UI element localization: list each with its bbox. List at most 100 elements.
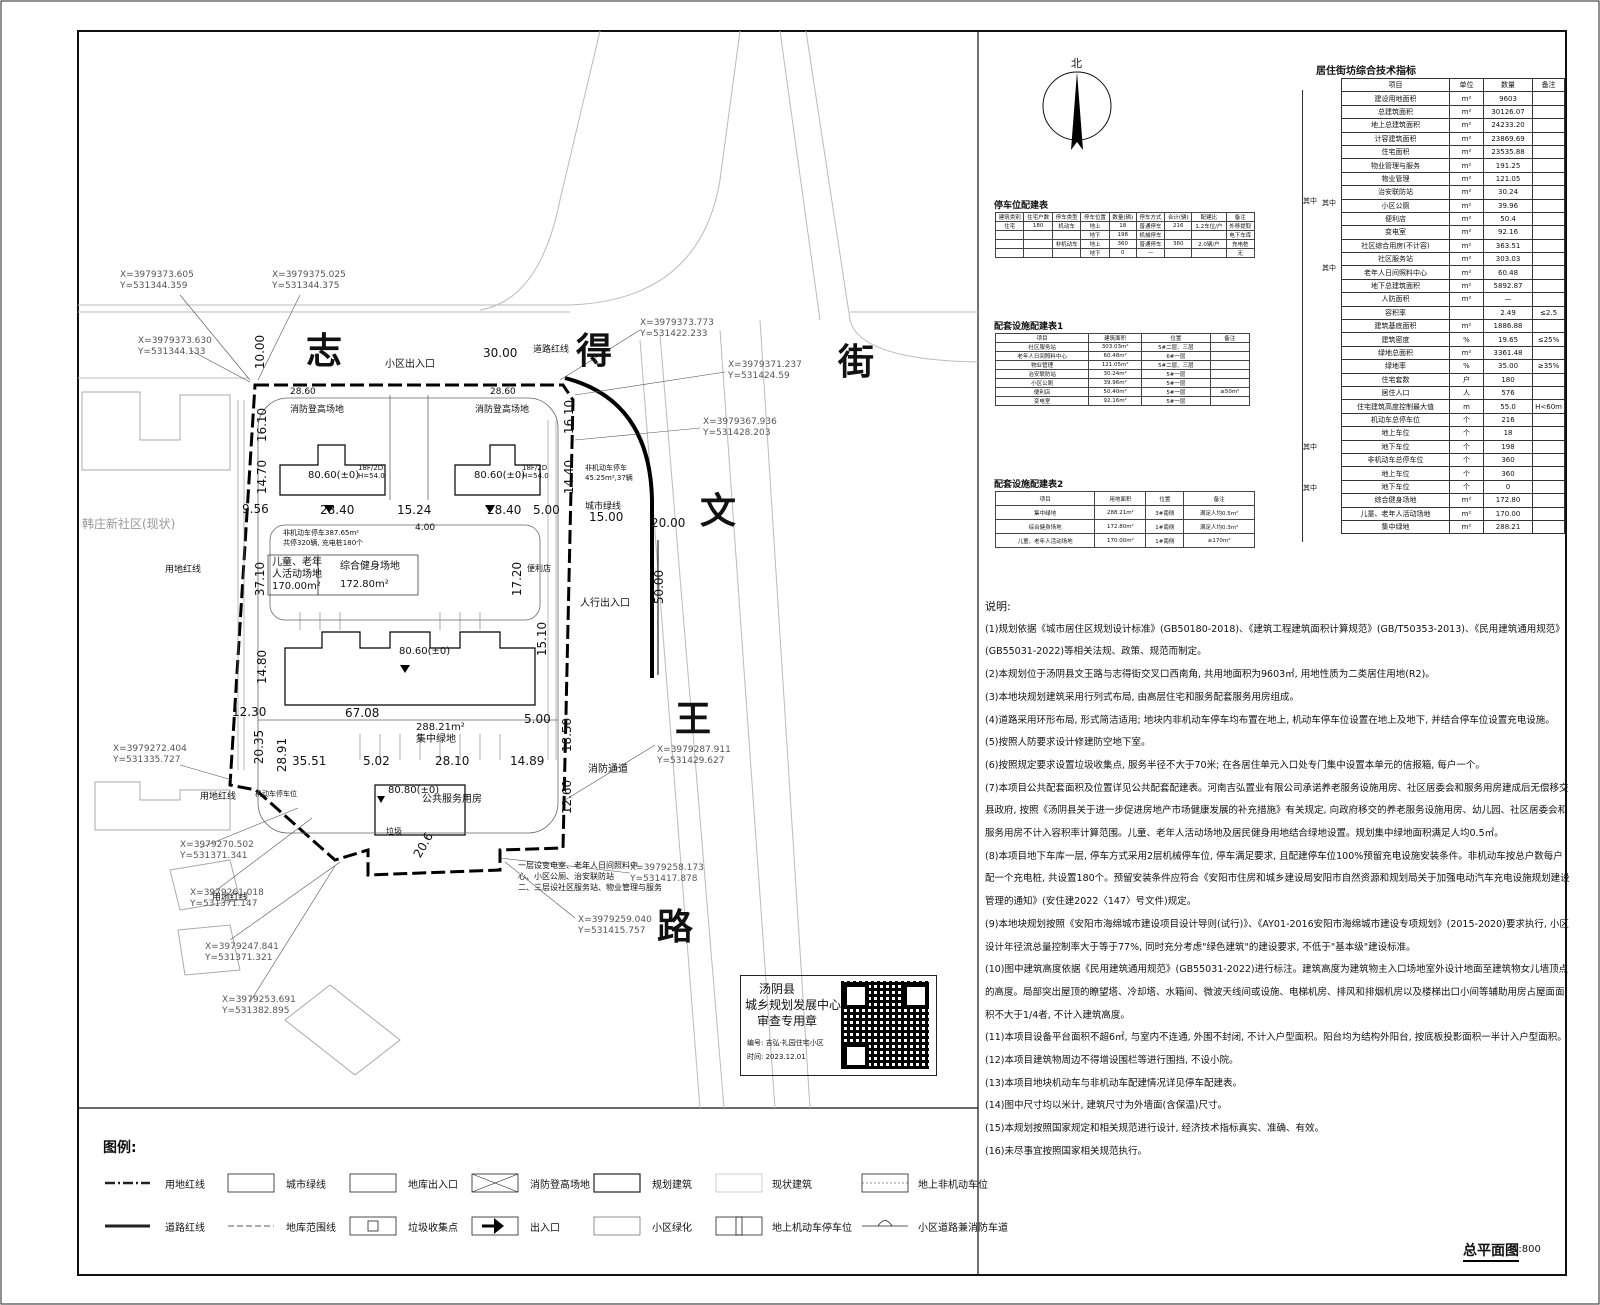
- dimension: 14.40: [562, 459, 577, 495]
- coordinate: X=3979371.237 Y=531424.59: [728, 360, 802, 381]
- land-red-line-label: 用地红线: [200, 792, 237, 802]
- note-item: (12)本项目建筑物周边不得增设围栏等进行围挡, 不设小院。: [985, 1055, 1239, 1067]
- note-item: (15)本规划按照国家规定和相关规范进行设计, 经济技术指标真实、准确、有效。: [985, 1123, 1325, 1135]
- parking-table-title: 停车位配建表: [994, 201, 1049, 211]
- note-item: (13)本项目地块机动车与非机动车配建情况详见停车配建表。: [985, 1077, 1243, 1089]
- dimension: 16.10: [255, 407, 270, 443]
- note-item: (9)本地块规划按照《安阳市海绵城市建设项目设计导则(试行)》、《AY01-20…: [985, 918, 1569, 953]
- dimension: 14.89: [510, 754, 545, 768]
- building-4: [374, 784, 466, 836]
- coordinate: X=3979247.841 Y=531371.321: [205, 942, 279, 963]
- building-3: [284, 631, 536, 706]
- fitness-area-label: 综合健身场地 172.80m²: [340, 561, 400, 590]
- street-char: 王: [675, 699, 712, 740]
- dimension: 20.00: [651, 516, 686, 530]
- non-motor-parking-label: 非机动车停车 45.25m²,37辆: [585, 464, 633, 482]
- store-label: 便利店: [527, 564, 551, 573]
- dimension: 10.00: [253, 334, 268, 370]
- legend-item: 用地红线: [165, 1180, 205, 1191]
- dimension: 28.91: [275, 737, 290, 773]
- stamp-line: 编号: 吉弘·礼园住宅小区: [747, 1039, 824, 1047]
- kids-area-label: 儿童、老年 人活动场地 170.00m²: [272, 557, 322, 592]
- legend-item: 道路红线: [165, 1223, 205, 1234]
- facility-table-1-title: 配套设施配建表1: [994, 322, 1064, 332]
- community-note: 一层设变电室、老年人日间照料中 心、小区公厕、治安联防站 二、三层设社区服务站、…: [518, 861, 662, 892]
- coordinate: X=3979375.025 Y=531344.375: [272, 270, 346, 291]
- street-char: 得: [576, 331, 613, 372]
- coordinate: X=3979261.018 Y=531371.147: [190, 888, 264, 909]
- note-item: (3)本地块规划建筑采用行列式布局, 由高层住宅和服务配套服务用房组成。: [985, 691, 1299, 703]
- note-item: (10)图中建筑高度依据《民用建筑通用规范》(GB55031-2022)进行标注…: [985, 964, 1569, 1021]
- existing-community-label: 韩庄新社区(现状): [82, 517, 176, 531]
- note-item: (8)本项目地下车库一层, 停车方式采用2层机械停车位, 停车满足要求, 且配建…: [985, 850, 1570, 908]
- planned-buildings: [279, 444, 541, 836]
- legend-item: 地库出入口: [408, 1180, 458, 1191]
- note-item: (2)本规划位于汤阴县文王路与志得街交叉口西南角, 共用地面积为9603㎡, 用…: [985, 669, 1435, 681]
- legend-item: 地上非机动车位: [918, 1180, 988, 1191]
- coordinate: X=3979259.040 Y=531415.757: [578, 915, 652, 936]
- fire-ascent-left: 消防登高场地: [290, 405, 345, 415]
- tech-side-label: 其中: [1322, 199, 1336, 207]
- coordinate: X=3979373.773 Y=531422.233: [640, 318, 714, 339]
- stamp-line: 审查专用章: [757, 1014, 818, 1028]
- dimension: 9.56: [242, 502, 269, 516]
- note-item: (14)图中尺寸均以米计, 建筑尺寸为外墙面(含保温)尺寸。: [985, 1100, 1227, 1112]
- legend-item: 小区绿化: [652, 1223, 692, 1234]
- drawing-frame: [77, 30, 1567, 1276]
- land-red-line-label: 用地红线: [212, 893, 249, 903]
- city-green-line-label: 城市绿线: [585, 502, 622, 512]
- qr-code-icon: [841, 981, 929, 1069]
- north-label: 北: [1071, 57, 1082, 70]
- dimension: 17.20: [510, 561, 525, 597]
- dimension: 28.40: [487, 503, 522, 517]
- stamp-line: 时间: 2023.12.01: [747, 1053, 806, 1061]
- legend-item: 消防登高场地: [530, 1180, 590, 1191]
- legend-item: 小区道路兼消防车道: [918, 1223, 1008, 1234]
- note-item: (16)未尽事宜按照国家相关规范执行。: [985, 1145, 1148, 1157]
- legend-item: 城市绿线: [286, 1180, 326, 1191]
- legend-title: 图例:: [103, 1140, 137, 1156]
- north-arrow: [1042, 71, 1112, 150]
- dimension: 15.10: [535, 621, 550, 657]
- leader-lines: [179, 294, 726, 1003]
- note-item: (4)道路采用环形布局, 形式简洁适用; 地块内非机动车停车均布置在地上, 机动…: [985, 714, 1555, 726]
- tech-table-side-border: [1302, 90, 1341, 542]
- coordinate: X=3979253.691 Y=531382.895: [222, 995, 296, 1016]
- street-char: 志: [306, 331, 343, 372]
- coordinate: X=3979272.404 Y=531335.727: [113, 744, 187, 765]
- district-entrance-label: 小区出入口: [385, 359, 435, 370]
- stamp-line: 城乡规划发展中心: [745, 998, 842, 1012]
- dimension: 50.00: [652, 569, 667, 605]
- legend-item: 地库范围线: [286, 1223, 336, 1234]
- dimension: 15.24: [397, 503, 432, 517]
- land-red-line-label: 用地红线: [165, 565, 202, 575]
- pedestrian-entrance-label: 人行出入口: [580, 598, 630, 609]
- tech-side-label: 其中: [1303, 443, 1317, 451]
- stamp-line: 汤阴县: [759, 982, 796, 996]
- note-item: (1)规划依据《城市居住区规划设计标准》(GB50180-2018)、《建筑工程…: [985, 623, 1565, 658]
- dimension: 28.40: [320, 503, 355, 517]
- dimension: 37.10: [253, 561, 268, 597]
- central-green-label: 288.21m² 集中绿地: [416, 722, 465, 745]
- design-notes: 说明: (1)规划依据《城市居住区规划设计标准》(GB50180-2018)、《…: [985, 596, 1570, 1164]
- dimension: 30.00: [483, 346, 518, 360]
- dimension: 5.02: [363, 754, 390, 768]
- coordinate: X=3979373.630 Y=531344.133: [138, 336, 212, 357]
- dimension: 16.10: [562, 399, 577, 435]
- dimension: 35.51: [292, 754, 327, 768]
- coordinate: X=3979258.173 Y=531417.878: [630, 863, 704, 884]
- road-red-line: [564, 376, 654, 678]
- dimension: 5.00: [524, 712, 551, 726]
- internal-roads: [257, 395, 559, 834]
- garage-note: 非机动车停车387.65m² 共停320辆, 充电桩180个: [283, 529, 364, 547]
- street-char: 文: [700, 491, 737, 532]
- fire-lane-label: 消防通道: [588, 764, 628, 775]
- legend-item: 出入口: [530, 1223, 560, 1234]
- parking-stalls: [299, 612, 501, 760]
- existing-buildings: [81, 391, 401, 1076]
- coordinate: X=3979287.911 Y=531429.627: [657, 745, 731, 766]
